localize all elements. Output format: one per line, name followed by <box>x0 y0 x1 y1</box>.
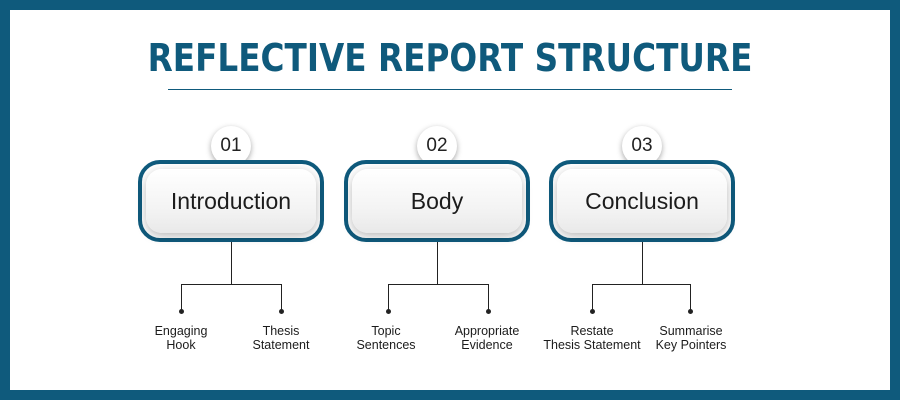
point-appropriate-evidence: Appropriate Evidence <box>432 324 542 352</box>
point-line: Statement <box>252 338 310 352</box>
connector-drop-1b <box>281 284 282 311</box>
point-line: Appropriate <box>454 324 520 338</box>
point-line: Hook <box>166 338 196 352</box>
title-underline <box>168 89 732 90</box>
connector-branch-1 <box>181 284 282 285</box>
connector-drop-2b <box>488 284 489 311</box>
point-line: Topic <box>371 324 401 338</box>
connector-stem-2 <box>437 242 438 284</box>
connector-branch-3 <box>592 284 691 285</box>
step-box-introduction: Introduction <box>138 160 324 242</box>
point-line: Summarise <box>659 324 723 338</box>
step-label-body: Body <box>352 169 522 233</box>
connector-stem-3 <box>642 242 643 284</box>
step-number-03: 03 <box>622 126 662 166</box>
connector-dot <box>179 309 184 314</box>
point-line: Thesis <box>262 324 300 338</box>
point-restate-thesis-statement: Restate Thesis Statement <box>530 324 654 352</box>
step-label-conclusion: Conclusion <box>557 169 727 233</box>
step-box-body: Body <box>344 160 530 242</box>
connector-dot <box>590 309 595 314</box>
step-label-introduction: Introduction <box>146 169 316 233</box>
connector-stem-1 <box>231 242 232 284</box>
point-thesis-statement: Thesis Statement <box>226 324 336 352</box>
step-number-01: 01 <box>211 126 251 166</box>
point-line: Sentences <box>356 338 416 352</box>
point-line: Key Pointers <box>655 338 727 352</box>
connector-drop-1a <box>181 284 182 311</box>
point-engaging-hook: Engaging Hook <box>126 324 236 352</box>
connector-dot <box>386 309 391 314</box>
connector-drop-2a <box>388 284 389 311</box>
point-topic-sentences: Topic Sentences <box>331 324 441 352</box>
step-number-02: 02 <box>417 126 457 166</box>
point-line: Evidence <box>461 338 513 352</box>
connector-dot <box>688 309 693 314</box>
point-line: Restate <box>570 324 614 338</box>
point-summarise-key-pointers: Summarise Key Pointers <box>636 324 746 352</box>
point-line: Thesis Statement <box>543 338 641 352</box>
point-line: Engaging <box>154 324 208 338</box>
connector-drop-3b <box>690 284 691 311</box>
connector-dot <box>279 309 284 314</box>
step-box-conclusion: Conclusion <box>549 160 735 242</box>
connector-drop-3a <box>592 284 593 311</box>
connector-dot <box>486 309 491 314</box>
diagram-title: REFLECTIVE REPORT STRUCTURE <box>147 36 753 80</box>
connector-branch-2 <box>388 284 489 285</box>
